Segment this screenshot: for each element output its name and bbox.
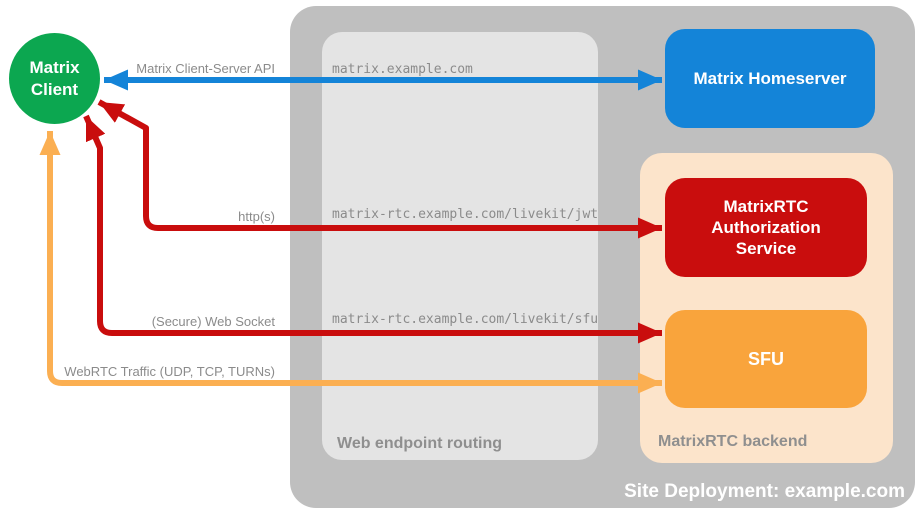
matrixrtc-auth-service-node: MatrixRTC Authorization Service	[665, 178, 867, 277]
web-endpoint-routing-label: Web endpoint routing	[337, 435, 503, 452]
client-server-api-label: Matrix Client-Server API	[136, 61, 275, 76]
webrtc-traffic-label: WebRTC Traffic (UDP, TCP, TURNs)	[64, 364, 275, 379]
websocket-label: (Secure) Web Socket	[151, 314, 275, 329]
matrixrtc-auth-service-label: MatrixRTC Authorization Service	[711, 196, 821, 259]
web-endpoint-routing-box	[322, 32, 598, 460]
sfu-label: SFU	[748, 348, 784, 369]
matrix-client-node: Matrix Client	[9, 33, 100, 124]
matrix-homeserver-label: Matrix Homeserver	[693, 68, 847, 88]
endpoint-jwt-label: matrix-rtc.example.com/livekit/jwt	[332, 207, 599, 222]
site-deployment-label: Site Deployment: example.com	[624, 481, 905, 502]
matrix-client-label: Matrix Client	[29, 58, 80, 99]
endpoint-matrix-label: matrix.example.com	[332, 62, 473, 77]
https-label: http(s)	[238, 209, 275, 224]
sfu-node: SFU	[665, 310, 867, 408]
endpoint-sfu-label: matrix-rtc.example.com/livekit/sfu	[332, 312, 599, 327]
matrix-homeserver-node: Matrix Homeserver	[665, 29, 875, 128]
matrixrtc-backend-label: MatrixRTC backend	[658, 433, 808, 450]
